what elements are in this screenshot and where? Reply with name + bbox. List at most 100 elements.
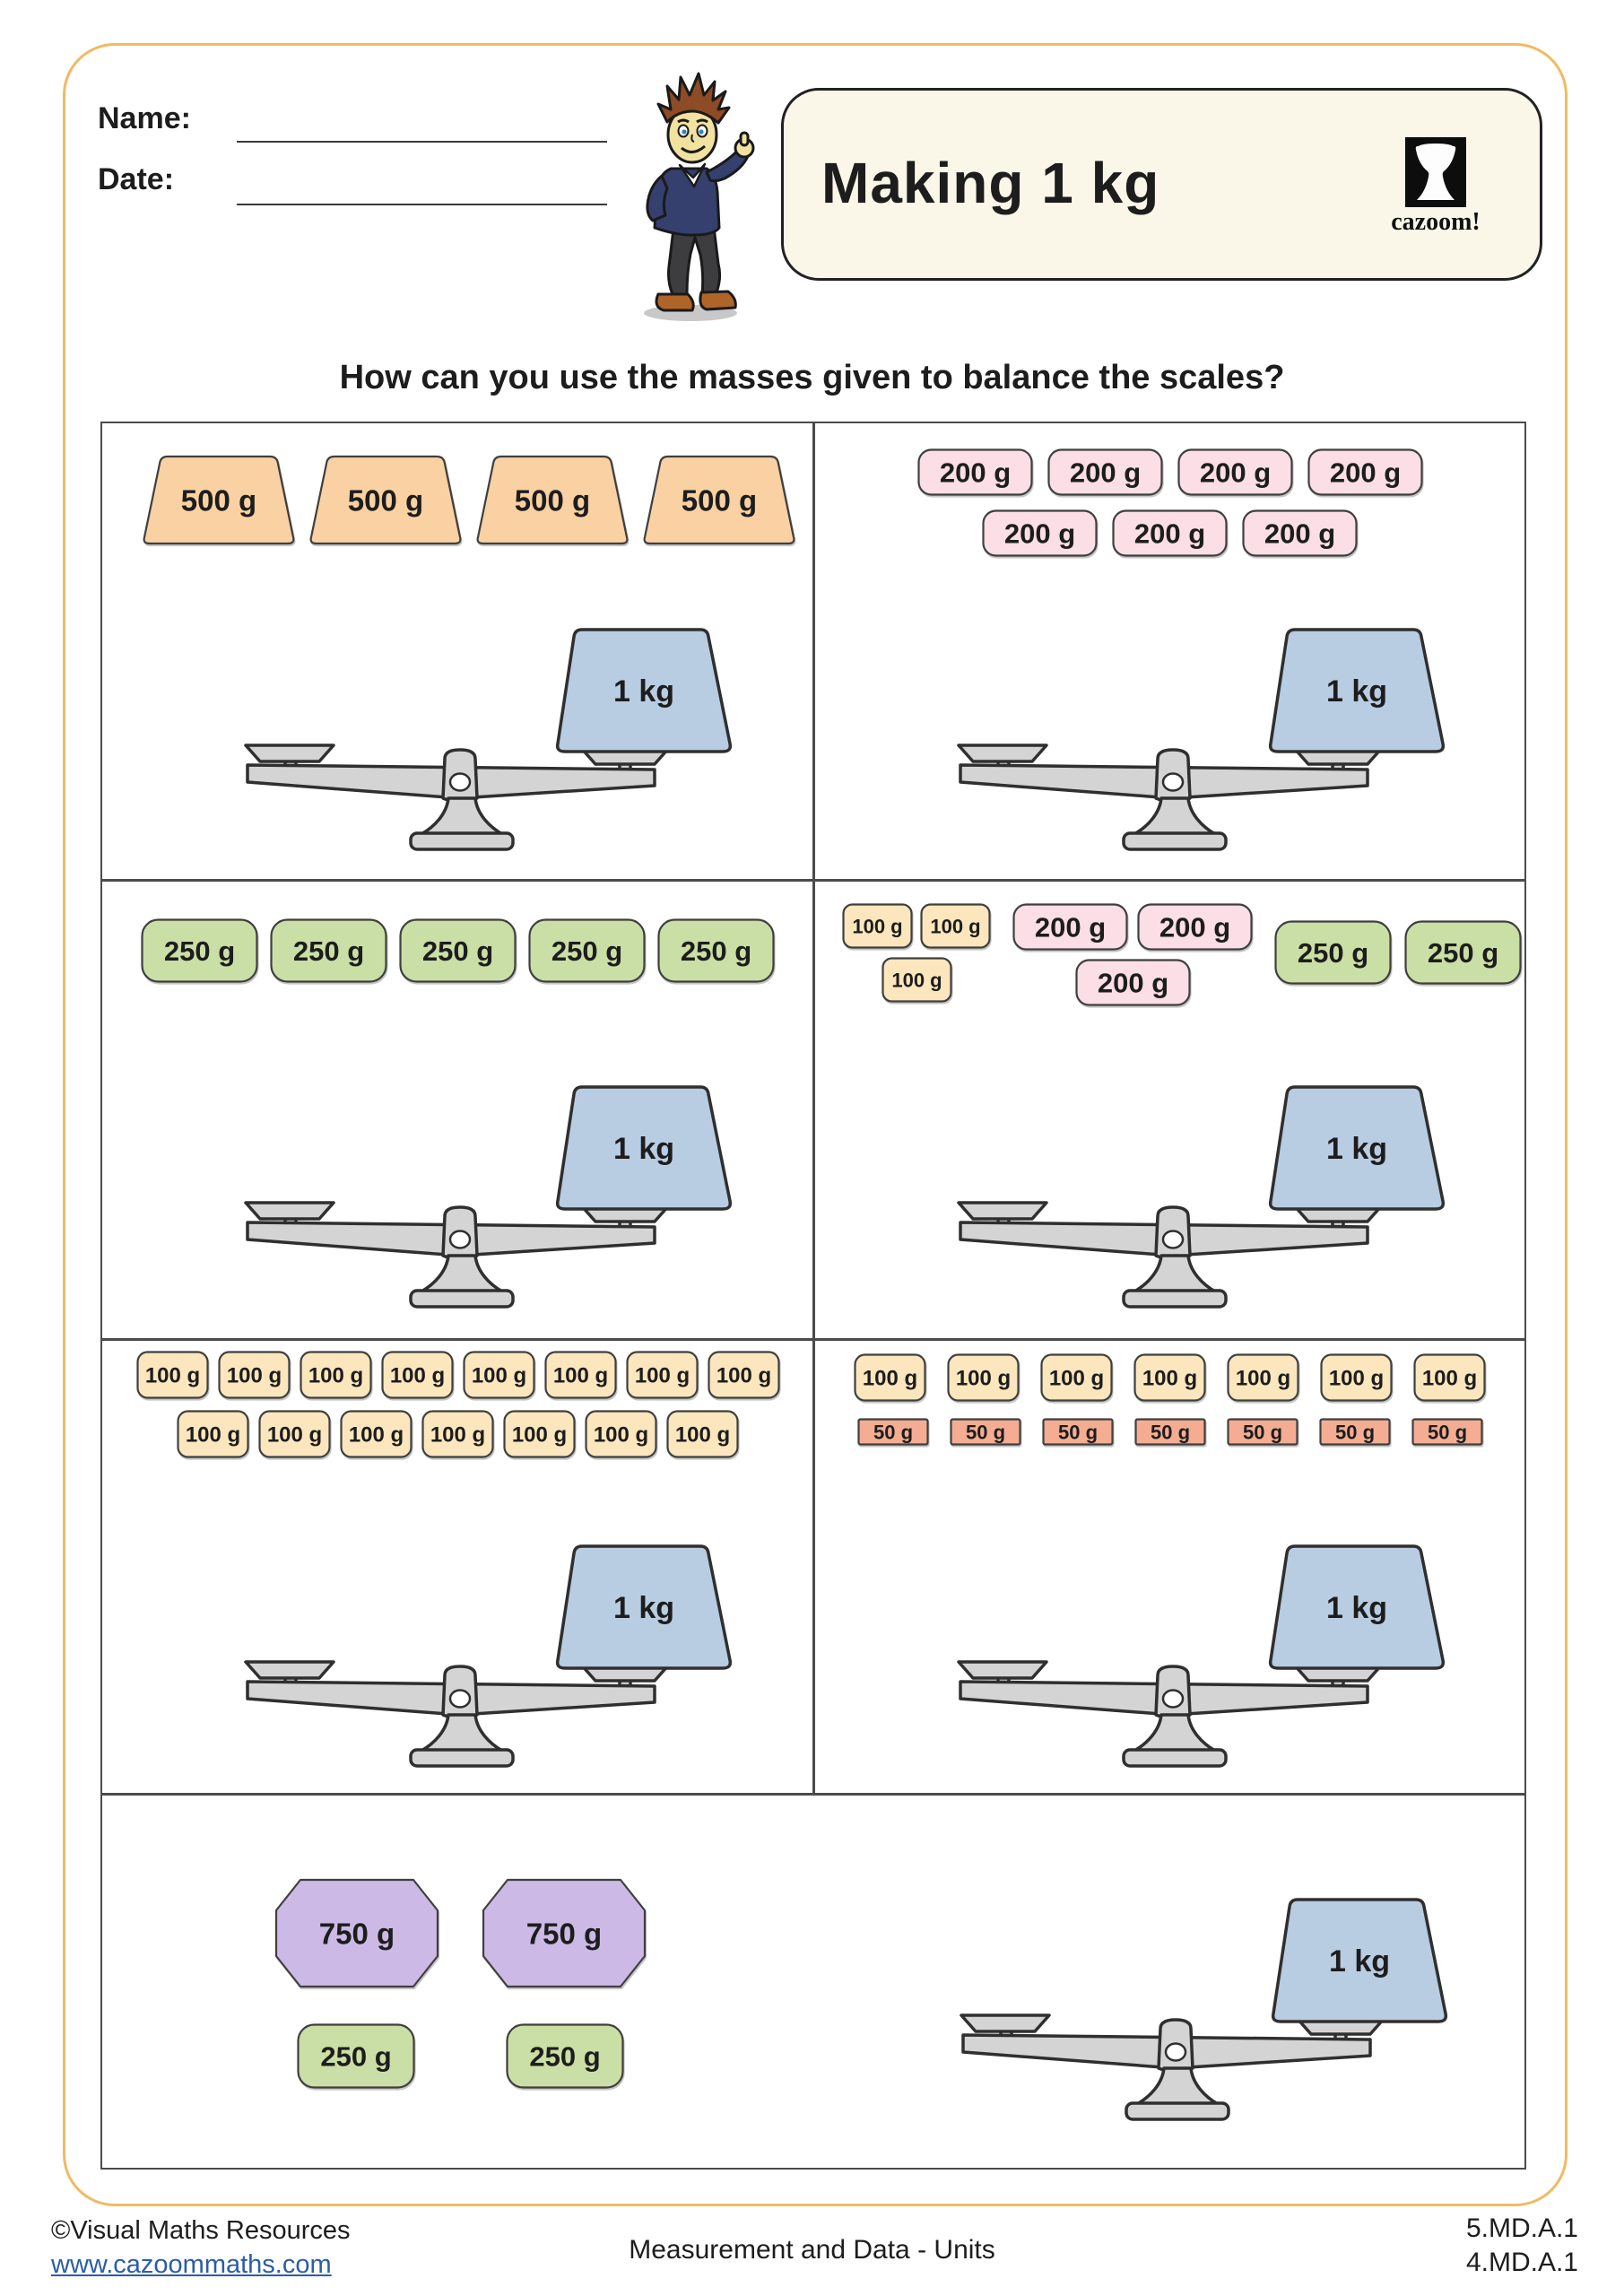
weight-100g: 100 g [947, 1353, 1020, 1402]
svg-text:750 g: 750 g [526, 1917, 602, 1950]
svg-text:100 g: 100 g [552, 1364, 607, 1388]
svg-text:50 g: 50 g [1057, 1421, 1097, 1443]
weight-100g: 100 g [462, 1351, 535, 1399]
svg-text:250 g: 250 g [164, 935, 235, 967]
weight-100g: 100 g [1227, 1353, 1299, 1402]
weight-200g: 200 g [1012, 903, 1128, 951]
copyright-text: ©Visual Maths Resources [51, 2216, 351, 2245]
name-input-line[interactable] [237, 141, 607, 143]
svg-text:100 g: 100 g [267, 1423, 322, 1448]
weight-100g: 100 g [1133, 1353, 1206, 1402]
svg-text:200 g: 200 g [1069, 457, 1140, 489]
weight-100g: 100 g [881, 957, 952, 1003]
date-input-line[interactable] [237, 204, 607, 205]
balance-scale-illustration: 1 kg [957, 1544, 1446, 1779]
svg-text:500 g: 500 g [181, 483, 256, 517]
svg-text:250 g: 250 g [1428, 937, 1498, 969]
grid-horizontal-divider [102, 1793, 1524, 1796]
svg-text:200 g: 200 g [1097, 968, 1168, 999]
question-text: How can you use the masses given to bala… [339, 359, 1285, 396]
svg-text:100 g: 100 g [956, 1367, 1011, 1391]
svg-text:50 g: 50 g [1150, 1421, 1189, 1443]
svg-text:100 g: 100 g [226, 1364, 281, 1388]
svg-text:1 kg: 1 kg [613, 674, 674, 709]
weight-100g: 100 g [543, 1351, 617, 1399]
cazoom-logo: cazoom! [1373, 137, 1498, 237]
svg-text:250 g: 250 g [320, 2041, 391, 2073]
svg-text:1 kg: 1 kg [1329, 1944, 1390, 1979]
svg-text:100 g: 100 g [308, 1364, 362, 1388]
balance-scale-illustration: 1 kg [957, 1085, 1446, 1319]
weight-500g: 500 g [476, 455, 629, 545]
svg-text:750 g: 750 g [319, 1917, 395, 1950]
svg-text:1 kg: 1 kg [613, 1591, 674, 1625]
cazoom-logo-text: cazoom! [1391, 208, 1481, 236]
weight-100g: 100 g [1413, 1353, 1486, 1402]
svg-text:1 kg: 1 kg [613, 1132, 674, 1166]
mascot-boy-illustration [644, 72, 755, 321]
weight-100g: 100 g [503, 1410, 576, 1458]
weight-100g: 100 g [258, 1410, 331, 1458]
svg-text:100 g: 100 g [1329, 1367, 1384, 1391]
weight-200g: 200 g [1046, 448, 1163, 496]
masses-area: 250 g 250 g 250 g 250 g 250 g [102, 881, 813, 983]
weight-250g: 250 g [528, 918, 646, 983]
weight-250g: 250 g [1404, 920, 1522, 985]
weight-50g: 50 g [856, 1418, 929, 1446]
svg-text:1 kg: 1 kg [1326, 1591, 1387, 1625]
svg-text:100 g: 100 g [471, 1364, 525, 1388]
one-kg-weight: 1 kg [1268, 1544, 1446, 1670]
svg-text:250 g: 250 g [293, 935, 364, 967]
svg-text:100 g: 100 g [186, 1423, 240, 1448]
one-kg-weight: 1 kg [1271, 1898, 1448, 2023]
page-title: Making 1 kg [821, 151, 1160, 215]
one-kg-weight: 1 kg [1268, 1085, 1446, 1211]
svg-text:50 g: 50 g [1427, 1421, 1466, 1443]
svg-text:1 kg: 1 kg [1326, 1132, 1387, 1166]
weight-100g: 100 g [920, 903, 991, 949]
weight-200g: 200 g [982, 509, 1098, 557]
svg-text:50 g: 50 g [1334, 1421, 1374, 1443]
svg-text:250 g: 250 g [551, 935, 622, 967]
svg-text:100 g: 100 g [1142, 1367, 1197, 1391]
svg-text:100 g: 100 g [863, 1367, 917, 1391]
weight-250g: 250 g [399, 918, 517, 983]
svg-text:100 g: 100 g [930, 915, 980, 937]
svg-text:100 g: 100 g [349, 1423, 404, 1448]
weight-100g: 100 g [340, 1410, 413, 1458]
one-kg-weight: 1 kg [1268, 628, 1446, 753]
cazoom-goblet-icon [1405, 137, 1466, 207]
svg-text:200 g: 200 g [1264, 518, 1335, 550]
date-label: Date: [98, 162, 175, 196]
grid-horizontal-divider [102, 1338, 1524, 1341]
weight-100g: 100 g [177, 1410, 249, 1458]
weight-200g: 200 g [1307, 448, 1423, 496]
weight-50g: 50 g [1411, 1418, 1483, 1446]
svg-text:100 g: 100 g [675, 1423, 730, 1448]
weight-250g: 250 g [141, 918, 258, 983]
weight-750g: 750 g [482, 1878, 647, 1988]
weight-50g: 50 g [1041, 1418, 1114, 1446]
svg-text:250 g: 250 g [681, 935, 751, 967]
weight-100g: 100 g [421, 1410, 494, 1458]
footer-topic: Measurement and Data - Units [629, 2235, 995, 2265]
svg-text:100 g: 100 g [634, 1364, 689, 1388]
svg-text:100 g: 100 g [512, 1423, 567, 1448]
balance-scale-illustration: 1 kg [960, 1898, 1448, 2132]
svg-text:200 g: 200 g [1329, 457, 1400, 489]
weight-100g: 100 g [135, 1351, 209, 1399]
website-link[interactable]: www.cazoommaths.com [51, 2250, 332, 2279]
svg-text:50 g: 50 g [1242, 1421, 1281, 1443]
weight-100g: 100 g [666, 1410, 739, 1458]
